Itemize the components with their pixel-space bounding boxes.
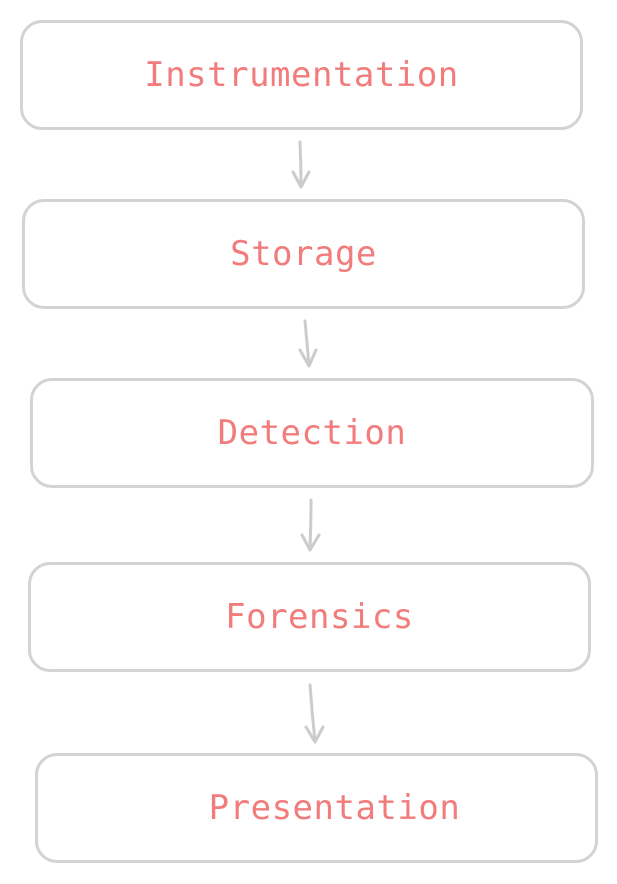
step-presentation-label: Presentation <box>208 788 461 828</box>
arrow-storage-to-detection <box>298 319 318 368</box>
step-instrumentation-label: Instrumentation <box>144 55 459 95</box>
arrow-instrumentation-to-storage <box>291 140 311 189</box>
step-storage-box: Storage <box>22 199 585 309</box>
arrow-forensics-to-presentation <box>304 683 325 744</box>
step-forensics-box: Forensics <box>28 562 591 672</box>
step-presentation-box: Presentation <box>35 753 598 863</box>
step-detection-box: Detection <box>30 378 594 488</box>
step-detection-label: Detection <box>217 413 407 453</box>
step-instrumentation-box: Instrumentation <box>20 20 583 130</box>
arrow-detection-to-forensics <box>300 498 321 552</box>
step-forensics-label: Forensics <box>225 597 414 637</box>
step-storage-label: Storage <box>230 234 377 274</box>
